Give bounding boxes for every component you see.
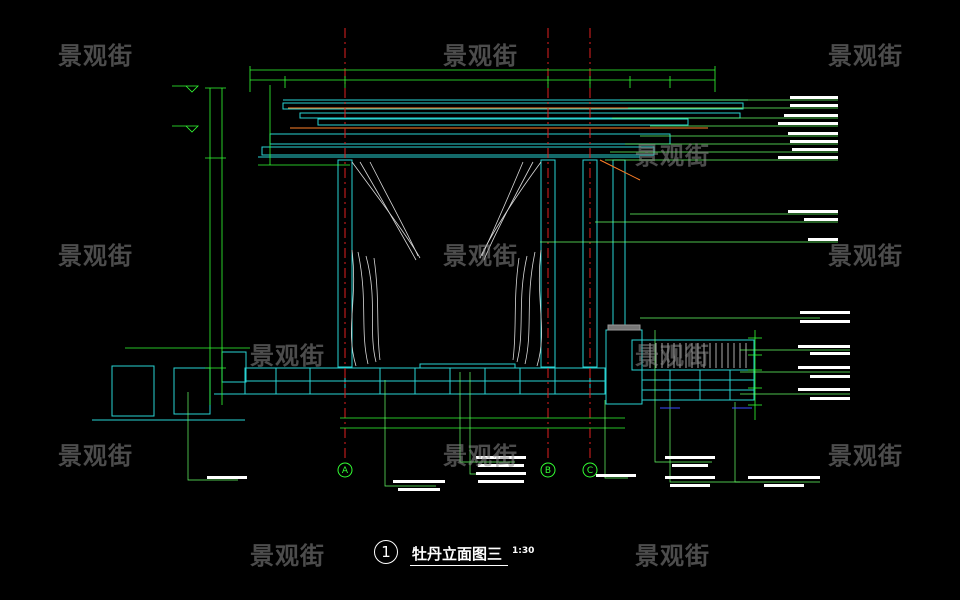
column-d [612,159,626,326]
dimension-lines [125,66,762,429]
title-underline [410,565,508,566]
axis-lines [344,28,591,462]
left-wall-2 [173,367,211,415]
pillar-cap [607,324,641,331]
watermark: 景观街 [828,442,903,470]
axis-label-c: C [587,466,593,476]
column-c [582,159,598,368]
top-beam-2 [299,112,741,119]
watermark: 景观街 [443,442,518,470]
level-marker-2 [172,125,199,133]
curtains [351,161,542,367]
watermark: 景观街 [250,542,325,570]
watermark: 景观街 [635,542,710,570]
step [419,363,516,369]
axis-marker-b [540,462,556,478]
roof-slab [269,133,671,145]
watermark: 景观街 [828,242,903,270]
top-beam-3 [317,118,689,126]
column-a [337,159,353,368]
left-wall-3 [221,351,247,383]
planter-body [641,369,755,401]
watermark: 景观街 [828,42,903,70]
watermark: 景观街 [635,142,710,170]
watermark: 景观街 [635,342,710,370]
right-curtain-top [479,161,542,259]
annotation-text-marks [207,96,850,491]
drawing-scale: 1:30 [512,546,535,556]
annotation-leaders [187,99,850,487]
watermark: 景观街 [58,42,133,70]
axis-marker-c [582,462,598,478]
axis-label-a: A [342,466,349,476]
watermark: 景观街 [443,42,518,70]
watermark: 景观街 [58,242,133,270]
level-marker-1 [172,85,199,93]
column-b [540,159,556,368]
watermark: 景观街 [250,342,325,370]
railing-slats [649,343,747,368]
drawing-number: 1 [374,540,398,564]
axis-markers [337,462,598,478]
watermark: 景观街 [443,242,518,270]
left-wall-1 [111,365,155,417]
drawing-title: 牡丹立面图三 [412,545,503,563]
axis-label-b: B [545,466,551,476]
top-beam-1 [282,102,744,110]
roof-fascia [261,146,655,156]
axis-marker-a [337,462,353,478]
left-curtain-top [351,161,421,259]
watermark: 景观街 [58,442,133,470]
